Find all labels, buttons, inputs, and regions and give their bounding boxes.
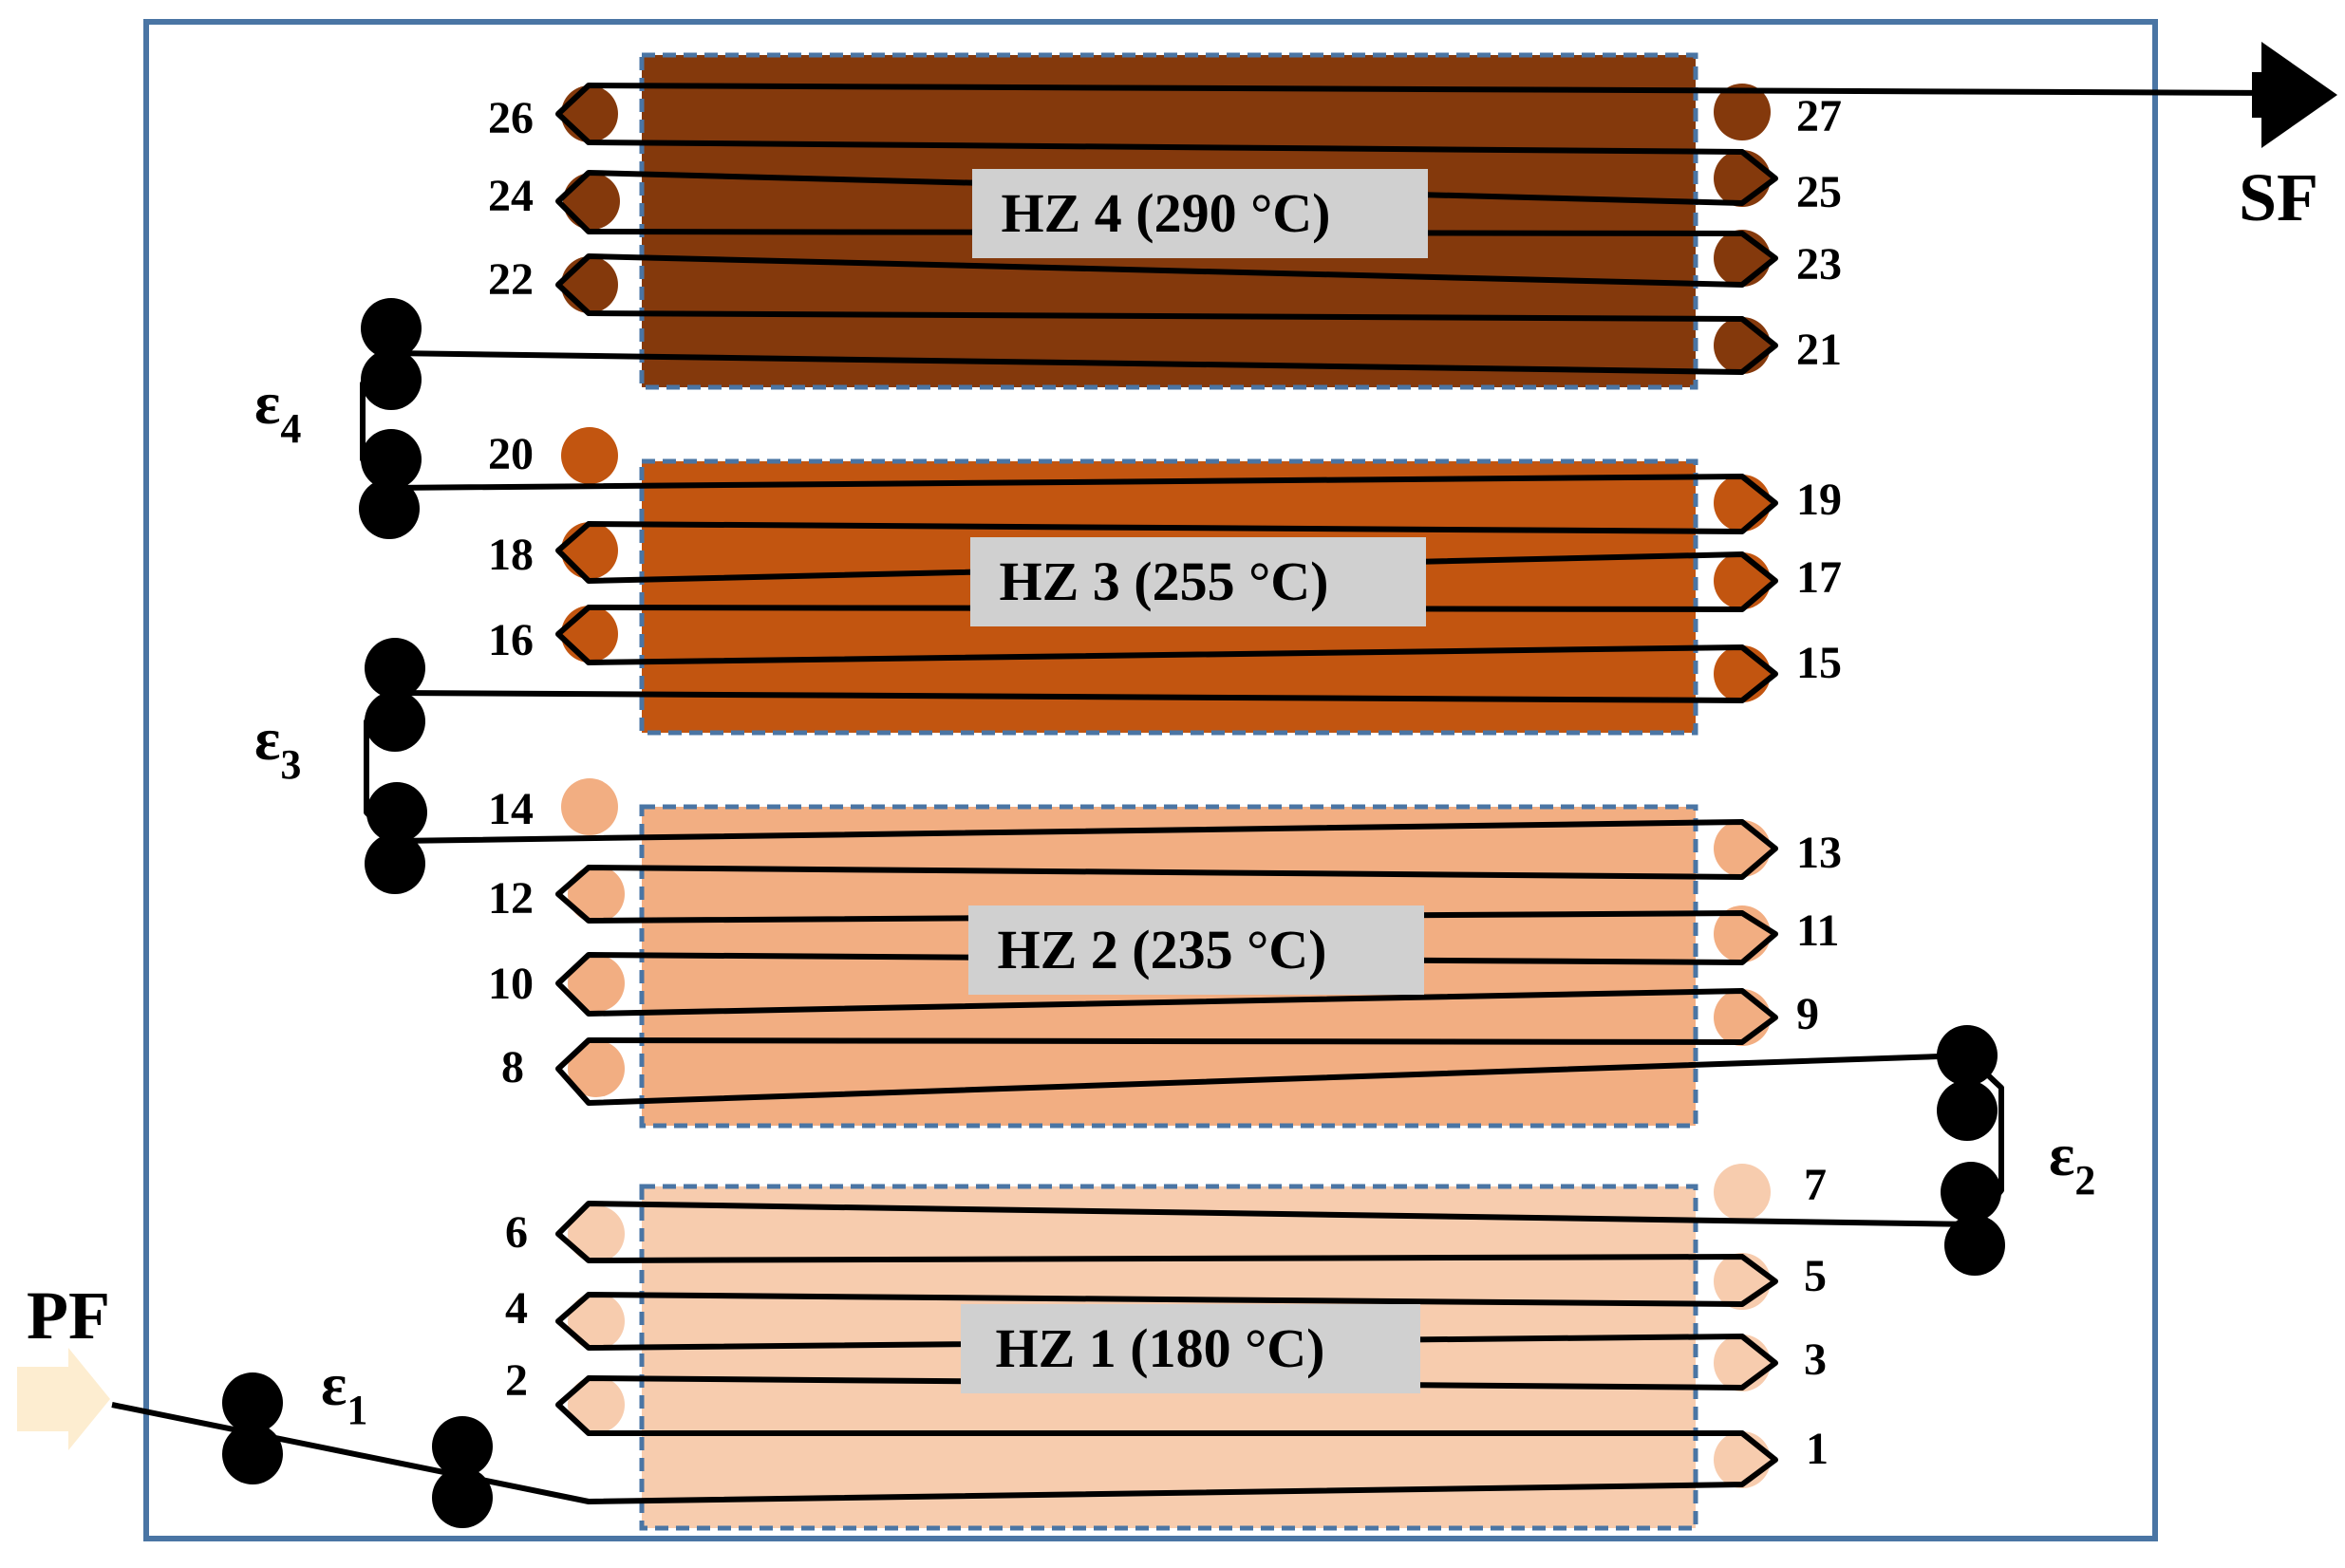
stretch-label-e3: ε3: [254, 705, 301, 788]
roller-number: 18: [488, 530, 534, 580]
zone-label-hz1: HZ 1 (180 °C): [995, 1317, 1324, 1379]
zone-label-box: [961, 1304, 1420, 1393]
roller-number: 6: [505, 1207, 528, 1258]
zone-label-box: [972, 169, 1428, 258]
godet-roller: [365, 691, 425, 752]
roller-number: 4: [505, 1283, 528, 1334]
input-arrow: [17, 1348, 110, 1450]
input-label: PF: [27, 1278, 110, 1353]
roller-number: 10: [488, 959, 534, 1009]
roller-13: [1714, 820, 1771, 877]
roller-number: 16: [488, 615, 534, 665]
roller-18: [561, 522, 618, 579]
stretch-ratio-labels: ε1 ε2 ε3 ε4: [254, 369, 2095, 1433]
roller-25: [1714, 150, 1771, 207]
godet-roller: [1937, 1080, 1998, 1141]
oven-frame: [143, 19, 2158, 1541]
output-label: SF: [2239, 159, 2318, 235]
godet-roller: [222, 1424, 283, 1484]
zone-label-hz2: HZ 2 (235 °C): [997, 919, 1326, 980]
roller-number: 22: [488, 254, 534, 305]
heating-zone-4: [639, 52, 1698, 390]
roller-number: 21: [1796, 325, 1842, 375]
roller-7: [1714, 1164, 1771, 1221]
godet-roller: [361, 349, 422, 410]
godet-roller: [361, 298, 422, 359]
roller-2: [568, 1376, 625, 1433]
roller-19: [1714, 475, 1771, 532]
filament-path: [111, 83, 2279, 1504]
roller-26: [561, 85, 618, 142]
roller-27: [1714, 84, 1771, 140]
roller-23: [1714, 230, 1771, 287]
zone-label-hz4: HZ 4 (290 °C): [1001, 182, 1330, 244]
roller-24: [563, 173, 620, 230]
stretch-label-e1: ε1: [321, 1351, 367, 1433]
zone-label-hz3: HZ 3 (255 °C): [999, 551, 1328, 612]
roller-number: 23: [1796, 239, 1842, 289]
stretch-label-e4: ε4: [254, 369, 301, 452]
roller-number: 5: [1804, 1251, 1827, 1301]
stretch-rollers: [222, 298, 2005, 1528]
roller-22: [561, 256, 618, 313]
roller-number: 26: [488, 93, 534, 143]
godet-roller: [432, 1416, 493, 1477]
roller-number: 9: [1796, 989, 1819, 1039]
godet-roller: [1941, 1162, 2001, 1223]
roller-1: [1714, 1431, 1771, 1488]
godet-roller: [432, 1467, 493, 1528]
roller-12: [568, 866, 625, 923]
zone-label-box: [968, 905, 1424, 995]
roller-number: 19: [1796, 475, 1842, 525]
godet-roller: [361, 429, 422, 490]
roller-number: 14: [488, 784, 534, 834]
roller-number: 27: [1796, 91, 1842, 141]
godet-roller: [365, 638, 425, 699]
roller-number: 24: [488, 171, 534, 221]
godet-roller: [1937, 1025, 1998, 1086]
godet-roller: [366, 782, 427, 843]
roller-6: [568, 1205, 625, 1262]
output-arrow: [2252, 42, 2337, 148]
roller-number: 11: [1796, 905, 1839, 956]
godet-roller: [359, 478, 420, 539]
roller-number: 7: [1804, 1160, 1827, 1210]
zone-labels: HZ 4 (290 °C) HZ 3 (255 °C) HZ 2 (235 °C…: [961, 169, 1428, 1393]
roller-number: 1: [1806, 1424, 1829, 1474]
roller-number: 12: [488, 873, 534, 924]
roller-4: [568, 1293, 625, 1350]
heating-zones: [639, 52, 1698, 1531]
zone-label-box: [970, 537, 1426, 626]
roller-17: [1714, 552, 1771, 609]
roller-15: [1714, 645, 1771, 702]
roller-numbers: 27 26 25 24 23 22 21 20 19 18 17 16 15 1…: [488, 91, 1842, 1474]
roller-9: [1714, 989, 1771, 1046]
roller-number: 25: [1796, 167, 1842, 217]
roller-number: 20: [488, 429, 534, 479]
roller-20: [561, 427, 618, 484]
roller-14: [561, 778, 618, 835]
godet-roller: [1944, 1215, 2005, 1276]
roller-8: [568, 1040, 625, 1097]
godet-roller: [222, 1372, 283, 1433]
roller-number: 2: [505, 1355, 528, 1406]
stretch-label-e2: ε2: [2049, 1121, 2095, 1204]
godet-roller: [365, 833, 425, 894]
roller-number: 17: [1796, 552, 1842, 603]
roller-10: [568, 955, 625, 1012]
roller-number: 3: [1804, 1335, 1827, 1385]
roller-number: 13: [1796, 828, 1842, 878]
roller-16: [561, 606, 618, 663]
roller-21: [1714, 317, 1771, 374]
roller-number: 8: [501, 1042, 524, 1092]
roller-3: [1714, 1335, 1771, 1391]
roller-number: 15: [1796, 638, 1842, 688]
